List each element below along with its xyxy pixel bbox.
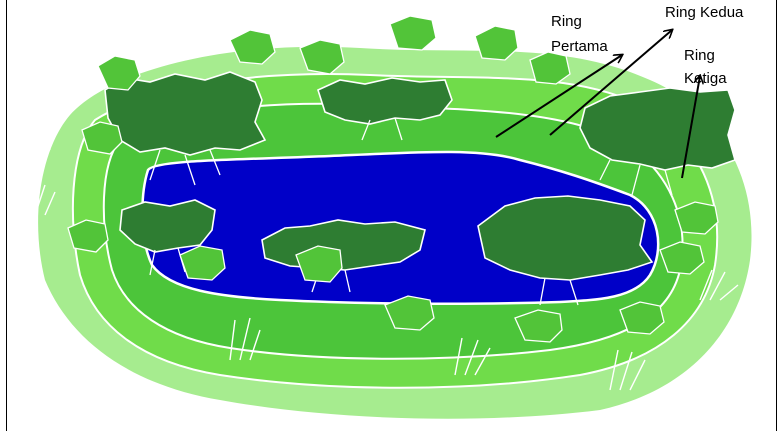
label-ring-ketiga-line1: Ring	[684, 47, 715, 64]
label-ring-kedua: Ring Kedua	[665, 4, 743, 21]
label-ring-pertama-line1: Ring	[551, 13, 582, 30]
label-ring-ketiga-line2: Ketiga	[684, 70, 727, 87]
label-ring-pertama-line2: Pertama	[551, 38, 608, 55]
